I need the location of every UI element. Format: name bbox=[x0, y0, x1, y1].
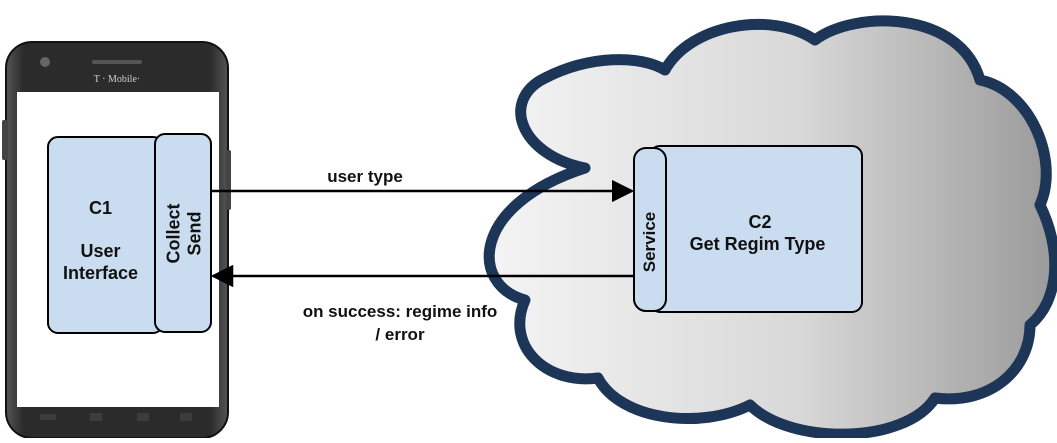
c1-id-label: C1 bbox=[88, 198, 112, 218]
response-label-line2: / error bbox=[375, 325, 425, 344]
c1-name-line2: Interface bbox=[62, 263, 139, 283]
service-box bbox=[633, 147, 667, 312]
speaker-grille bbox=[92, 60, 142, 64]
c1-user-interface-box bbox=[47, 136, 164, 334]
c1-name-line1: User bbox=[80, 241, 121, 261]
phone-side-button bbox=[2, 120, 8, 160]
camera-icon bbox=[40, 57, 50, 67]
response-label-line1: on success: regime info bbox=[302, 302, 498, 321]
phone-side-button bbox=[226, 150, 231, 210]
home-icon bbox=[90, 413, 102, 421]
search-icon bbox=[180, 413, 192, 421]
collect-send-box bbox=[154, 133, 212, 333]
phone-carrier: T · Mobile· bbox=[94, 74, 140, 85]
send-label: Send bbox=[184, 211, 205, 256]
menu-icon bbox=[40, 414, 56, 420]
back-icon bbox=[137, 413, 149, 421]
c2-id-label: C2 bbox=[748, 212, 772, 232]
collect-label: Collect bbox=[163, 203, 184, 264]
c2-name-label: Get Regim Type bbox=[689, 234, 826, 254]
request-label: user type bbox=[327, 167, 403, 186]
